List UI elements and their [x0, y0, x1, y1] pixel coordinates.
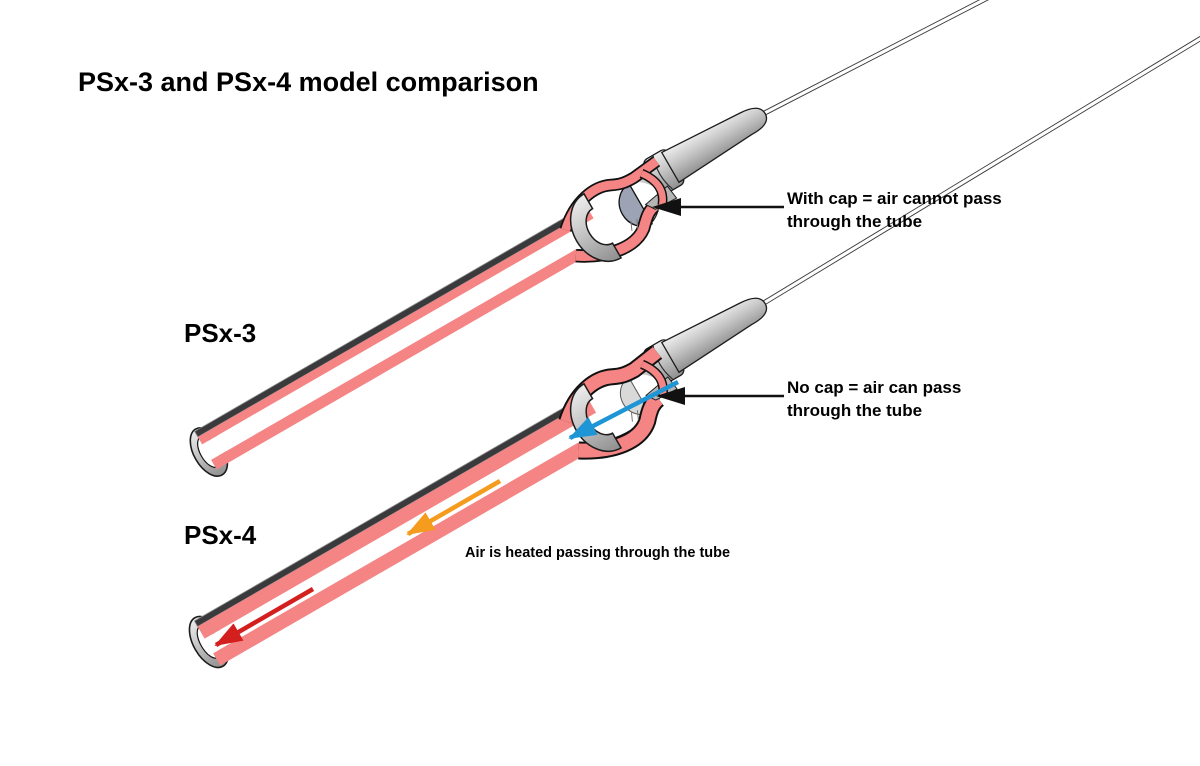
- psx3-cable: [757, 0, 1025, 119]
- left-arrowhead-icon: [652, 198, 681, 216]
- psx4-mouth-lip: [639, 359, 668, 397]
- psx3-assembly: [189, 0, 1025, 477]
- psx3-collar-arch: [569, 192, 623, 262]
- psx3-strain-relief-sleeve: [643, 107, 768, 195]
- airflow-hot-arrow-icon: [214, 587, 315, 647]
- airflow-warm-arrow-icon: [406, 479, 502, 536]
- psx3-mouth-lip: [639, 168, 668, 207]
- heated-air-note: Air is heated passing through the tube: [465, 545, 730, 561]
- psx4-strain-relief-sleeve: [643, 297, 768, 385]
- psx4-thread-marks: [630, 410, 639, 422]
- psx4-cable: [757, 0, 1200, 309]
- airflow-cold-arrow-icon: [568, 380, 680, 440]
- left-arrowhead-icon: [656, 387, 685, 405]
- no-cap-leader-arrow: [656, 387, 784, 405]
- with-cap-leader-arrow: [652, 198, 784, 216]
- psx4-heater-lining: [197, 345, 665, 666]
- no-cap-annotation: No cap = air can pass through the tube: [787, 378, 966, 420]
- with-cap-annotation: With cap = air cannot pass through the t…: [787, 189, 1007, 231]
- psx4-assembly: [188, 0, 1200, 669]
- psx4-label: PSx-4: [184, 520, 257, 550]
- diagram-title: PSx-3 and PSx-4 model comparison: [78, 67, 539, 97]
- psx3-thread-marks: [630, 219, 639, 231]
- psx3-label: PSx-3: [184, 318, 256, 348]
